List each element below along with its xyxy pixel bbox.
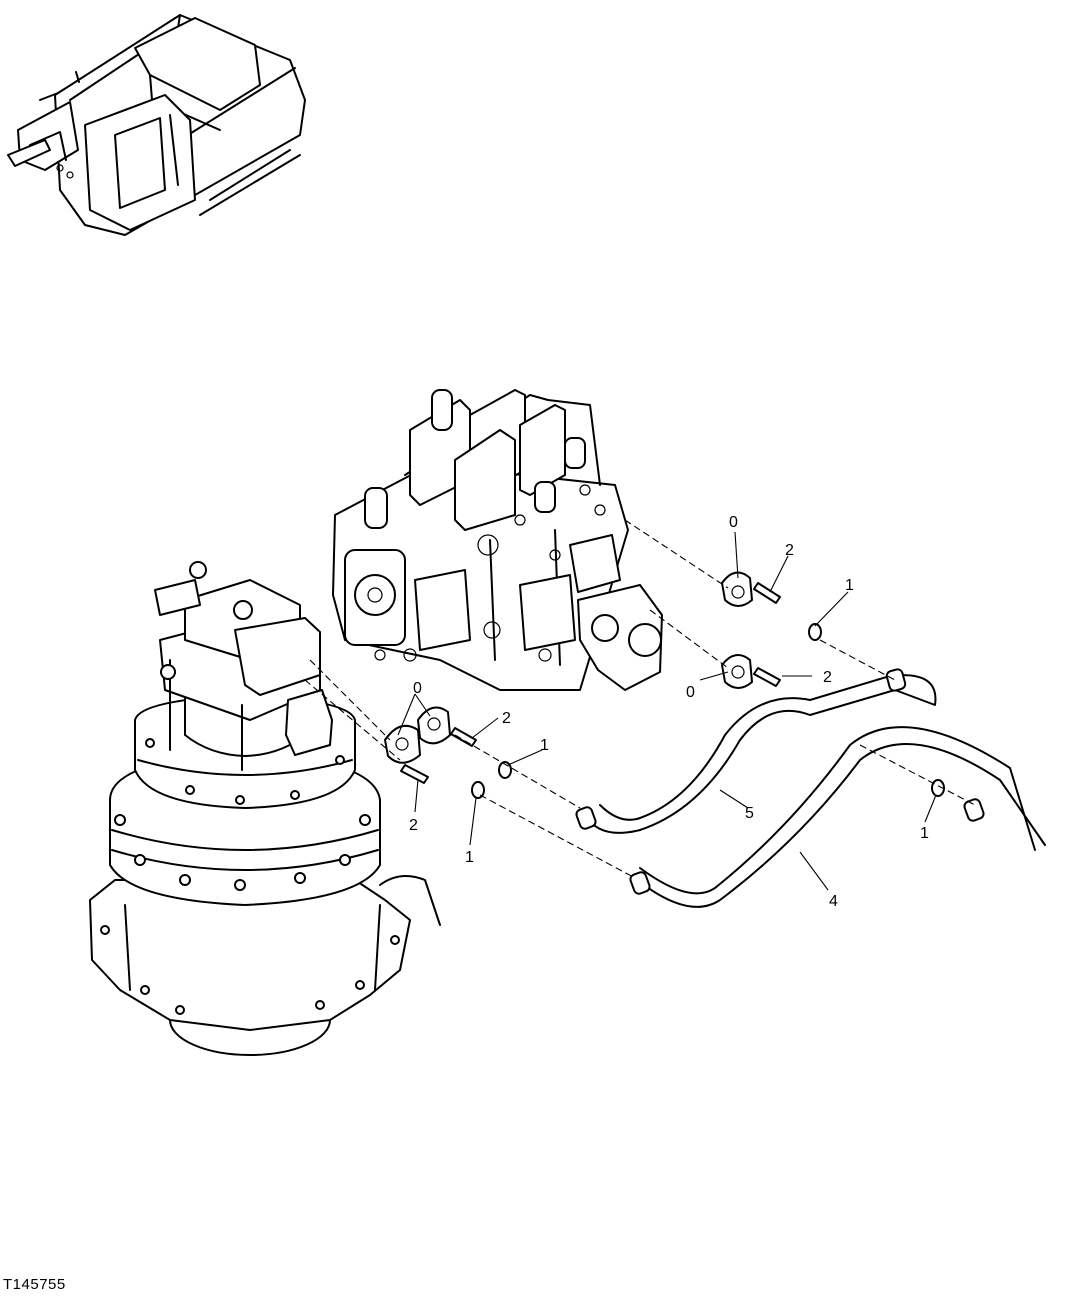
callout-1-lower: 1 — [465, 849, 474, 866]
callout-2-upper: 2 — [785, 542, 794, 559]
callout-0-left: 0 — [413, 680, 422, 697]
flange-lower-right — [721, 654, 753, 689]
callout-2-left: 2 — [502, 710, 511, 727]
figure-id: T145755 — [3, 1276, 66, 1293]
cap-screws — [400, 582, 781, 784]
callout-4: 4 — [829, 893, 838, 910]
pipe-5 — [575, 668, 937, 834]
callout-leaders — [397, 531, 937, 891]
callout-2-right: 2 — [823, 669, 832, 686]
callout-0-upper: 0 — [729, 514, 738, 531]
excavator-locator-icon — [7, 14, 306, 236]
callout-5: 5 — [745, 805, 754, 822]
callout-1-upper: 1 — [845, 577, 854, 594]
pipe-4 — [629, 726, 1046, 908]
swing-motor — [89, 561, 441, 1056]
assembly-leaders — [304, 519, 976, 879]
flange-left-pair — [384, 706, 451, 764]
flange-upper-right — [721, 571, 753, 607]
callout-0-right: 0 — [686, 684, 695, 701]
callout-2-lower: 2 — [409, 817, 418, 834]
callout-labels: 0 2 1 2 0 0 2 1 5 1 2 1 4 — [409, 514, 929, 910]
o-rings — [471, 623, 945, 799]
callout-1-far-right: 1 — [920, 825, 929, 842]
callout-1-left: 1 — [540, 737, 549, 754]
control-valve — [332, 389, 663, 691]
